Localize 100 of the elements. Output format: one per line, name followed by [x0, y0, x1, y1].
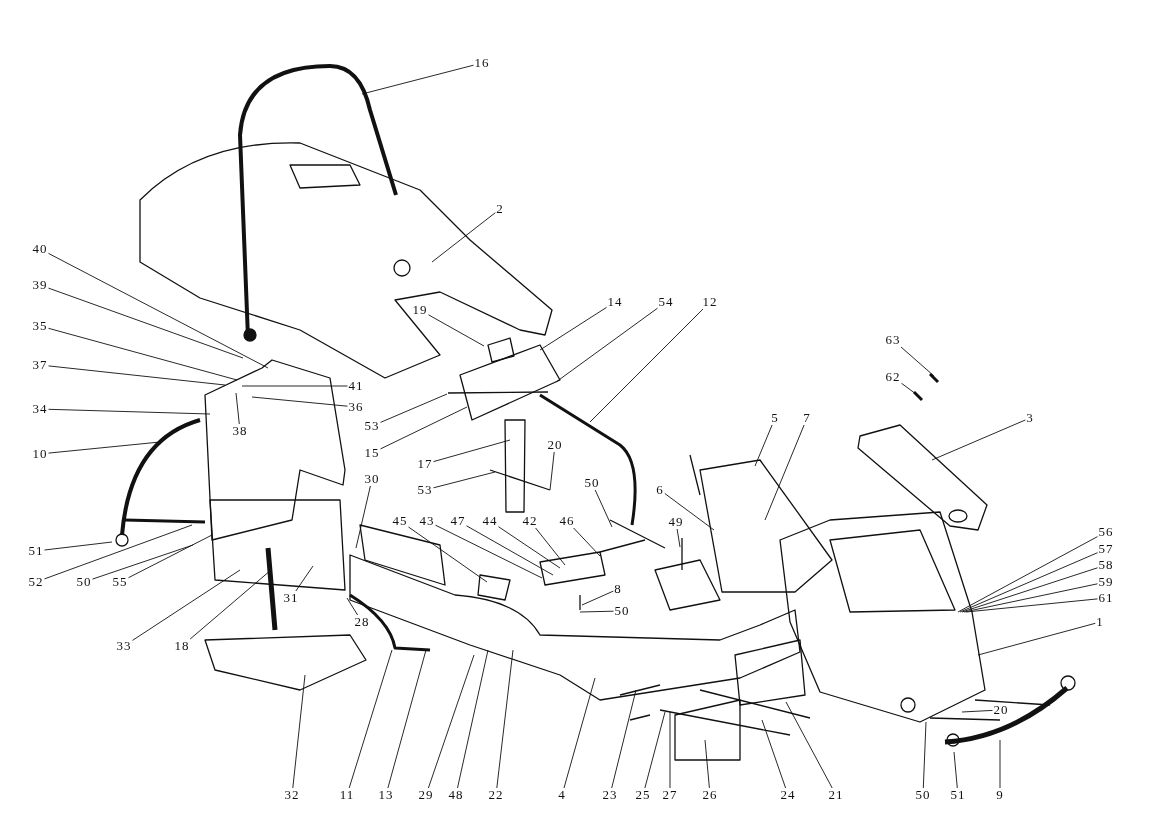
callout-number: 54: [657, 295, 675, 309]
callout-number: 39: [31, 278, 49, 292]
callout-number: 26: [701, 788, 719, 802]
leader-line: [48, 287, 244, 359]
leader-line: [664, 493, 715, 531]
callout-number: 3: [1025, 411, 1035, 425]
callout-number: 10: [31, 447, 49, 461]
callout-number: 51: [27, 544, 45, 558]
callout-number: 51: [949, 788, 967, 802]
callout-number: 22: [487, 788, 505, 802]
leader-line: [589, 308, 704, 423]
callout-number: 17: [416, 457, 434, 471]
callout-number: 57: [1097, 542, 1115, 556]
callout-number: 50: [613, 604, 631, 618]
callout-number: 29: [417, 788, 435, 802]
callout-number: 55: [111, 575, 129, 589]
callout-number: 35: [31, 319, 49, 333]
leader-line: [761, 719, 787, 789]
leader-line: [48, 365, 226, 386]
callout-number: 14: [606, 295, 624, 309]
callout-number: 23: [601, 788, 619, 802]
callout-number: 59: [1097, 575, 1115, 589]
leader-line: [435, 524, 543, 579]
callout-number: 24: [779, 788, 797, 802]
leader-line: [235, 392, 240, 425]
leader-line: [48, 441, 161, 454]
leader-line: [581, 590, 614, 606]
callout-number: 2: [495, 202, 505, 216]
callout-number: 19: [411, 303, 429, 317]
leader-line: [496, 649, 514, 789]
leader-line: [44, 541, 113, 551]
leader-line: [498, 526, 561, 569]
leader-line: [48, 327, 238, 381]
leader-line: [549, 451, 555, 491]
callout-number: 37: [31, 358, 49, 372]
leader-line: [431, 212, 496, 263]
leader-line: [48, 252, 269, 369]
callout-number: 30: [363, 472, 381, 486]
leader-line: [573, 527, 601, 557]
callout-number: 44: [481, 514, 499, 528]
callout-number: 43: [418, 514, 436, 528]
leader-line: [999, 739, 1001, 789]
callout-number: 40: [31, 242, 49, 256]
leader-line: [539, 306, 607, 351]
leader-line: [361, 64, 474, 95]
callout-number: 56: [1097, 525, 1115, 539]
callout-number: 46: [558, 514, 576, 528]
leader-line: [961, 709, 993, 713]
callout-number: 1: [1095, 615, 1105, 629]
leader-line: [579, 610, 614, 613]
leader-line: [292, 674, 306, 789]
callout-number: 62: [884, 370, 902, 384]
leader-line: [977, 622, 1096, 656]
leader-line: [466, 525, 554, 576]
callout-number: 9: [995, 788, 1005, 802]
callout-number: 50: [75, 575, 93, 589]
callout-number: 25: [634, 788, 652, 802]
callout-number: 45: [391, 514, 409, 528]
leader-line: [457, 649, 489, 789]
leader-line: [387, 649, 427, 789]
leader-line: [963, 583, 1098, 613]
leader-line: [953, 751, 958, 789]
leader-line: [535, 527, 566, 566]
leader-line: [957, 536, 1098, 613]
callout-number: 21: [827, 788, 845, 802]
callout-number: 20: [992, 703, 1010, 717]
callout-number: 13: [377, 788, 395, 802]
leader-line: [676, 528, 681, 548]
leader-line: [346, 597, 359, 616]
callout-number: 52: [27, 575, 45, 589]
callout-number: 38: [231, 424, 249, 438]
callout-number: 47: [449, 514, 467, 528]
callout-number: 27: [661, 788, 679, 802]
callout-number: 7: [802, 411, 812, 425]
callout-number: 15: [363, 446, 381, 460]
callout-number: 31: [282, 591, 300, 605]
callout-number: 6: [655, 483, 665, 497]
leader-line: [44, 524, 193, 580]
leader-line: [901, 382, 917, 395]
leader-line: [563, 677, 596, 789]
callout-number: 4: [557, 788, 567, 802]
callout-number: 41: [347, 379, 365, 393]
callout-number: 12: [701, 295, 719, 309]
leader-line: [900, 346, 935, 377]
callout-number: 11: [338, 788, 356, 802]
callout-number: 49: [667, 515, 685, 529]
leader-line: [785, 701, 833, 789]
leader-line: [241, 385, 348, 387]
leader-line: [764, 424, 805, 521]
leader-line: [433, 439, 511, 463]
callout-number: 42: [521, 514, 539, 528]
callout-number: 34: [31, 402, 49, 416]
leader-line: [48, 408, 211, 415]
callout-number: 50: [914, 788, 932, 802]
leader-line: [555, 307, 658, 383]
leader-line: [922, 721, 927, 789]
leader-line: [408, 526, 488, 583]
callout-number: 53: [416, 483, 434, 497]
callout-number: 36: [347, 400, 365, 414]
callout-number: 20: [546, 438, 564, 452]
